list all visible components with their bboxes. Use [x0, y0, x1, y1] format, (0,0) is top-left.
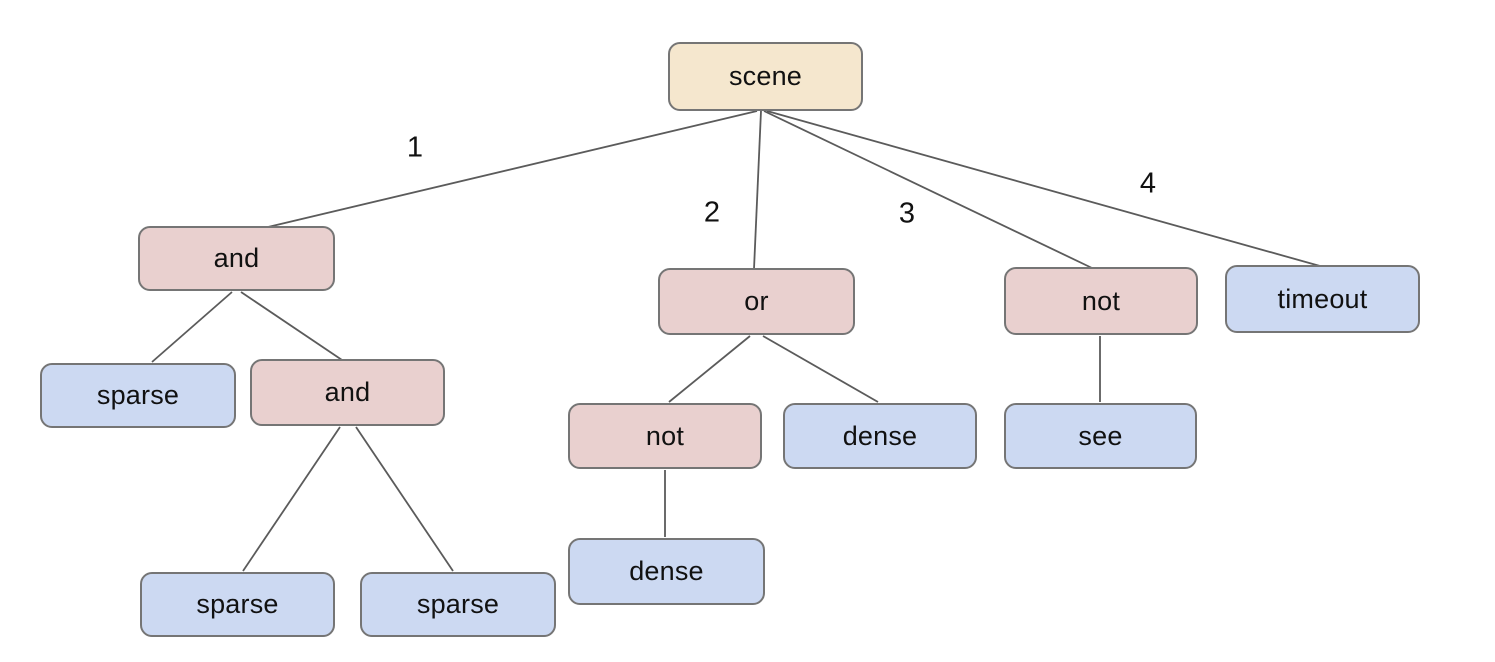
tree-node-see: see [1004, 403, 1197, 469]
edge-scene-or1 [753, 110, 762, 270]
edge-label-4: 4 [1139, 167, 1157, 200]
edge-scene-timeout [766, 110, 1321, 267]
edge-label-2: 2 [703, 196, 721, 229]
tree-node-timeout: timeout [1225, 265, 1420, 333]
edge-scene-not1 [763, 110, 1093, 269]
edge-and1-and2 [240, 291, 343, 361]
edge-and2-sparse2 [242, 426, 341, 572]
edge-scene-and1 [267, 110, 758, 228]
tree-node-scene: scene [668, 42, 863, 111]
edge-or1-not2 [668, 335, 751, 403]
edge-and1-sparse1 [151, 291, 233, 363]
edge-label-3: 3 [898, 197, 916, 230]
tree-node-sparse3: sparse [360, 572, 556, 637]
edge-or1-dense1 [762, 335, 879, 403]
tree-node-sparse1: sparse [40, 363, 236, 428]
tree-node-or1: or [658, 268, 855, 335]
edge-label-1: 1 [406, 131, 424, 164]
tree-node-and1: and [138, 226, 335, 291]
tree-node-dense1: dense [783, 403, 977, 469]
tree-node-dense2: dense [568, 538, 765, 605]
tree-node-not2: not [568, 403, 762, 469]
tree-node-not1: not [1004, 267, 1198, 335]
tree-node-sparse2: sparse [140, 572, 335, 637]
tree-node-and2: and [250, 359, 445, 426]
edge-and2-sparse3 [355, 426, 454, 572]
